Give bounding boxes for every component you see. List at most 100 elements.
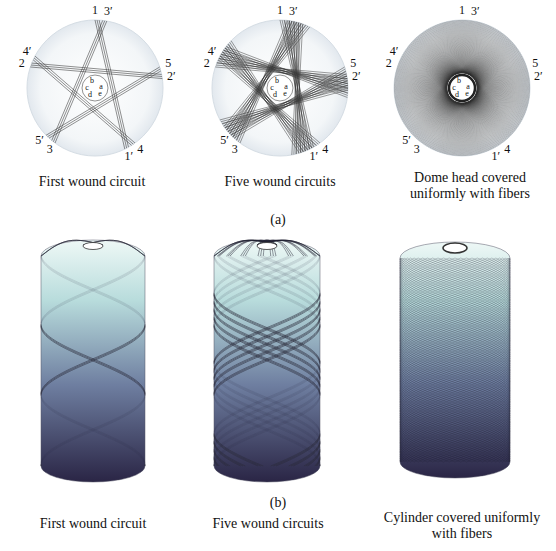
fiber-turnaround [217, 240, 277, 256]
winding-point-number: 2 [386, 57, 392, 71]
winding-point-number: 3′ [471, 5, 480, 19]
fiber-front [400, 258, 510, 429]
polar-opening [267, 75, 293, 101]
fiber-front [400, 258, 510, 403]
fiber-front [214, 294, 320, 466]
polar-opening [449, 75, 475, 101]
fiber-front [400, 258, 510, 457]
fiber-front [400, 258, 510, 444]
polar-opening [83, 243, 103, 250]
winding-point-number: 5 [532, 57, 538, 71]
dome-head-view [394, 20, 530, 156]
winding-point-number: 1′ [124, 150, 133, 164]
fiber-front [214, 311, 320, 466]
winding-point-number: 3′ [104, 5, 113, 19]
fiber-band [49, 71, 161, 138]
winding-point-number: 2 [204, 57, 210, 71]
fiber-front [214, 317, 320, 466]
fiber-back [214, 256, 320, 441]
dome-outline [27, 20, 163, 156]
fiber-front [400, 258, 510, 434]
vessel-body [214, 240, 320, 482]
fiber-turnaround [226, 240, 277, 256]
fiber-front [214, 325, 320, 466]
fiber-turnaround [258, 240, 277, 256]
fiber-band [415, 65, 526, 137]
dome-outline [394, 20, 530, 156]
fiber-band [95, 20, 125, 149]
fiber-front [214, 293, 320, 466]
fiber-back [214, 256, 320, 457]
fiber-front [400, 259, 510, 461]
winding-point-number: 4 [504, 143, 510, 157]
fiber-back [41, 256, 145, 463]
winding-point-number: 1′ [309, 150, 318, 164]
fiber-front [400, 258, 510, 398]
fiber-turnaround [257, 240, 293, 256]
winding-point-number: 3 [47, 143, 53, 157]
fiber-turnaround [83, 240, 145, 256]
fiber-back [41, 256, 145, 463]
fiber-turnaround [257, 240, 320, 256]
winding-point-number: 3′ [289, 5, 298, 19]
fiber-front [400, 258, 510, 407]
fiber-front [400, 258, 510, 457]
fiber-band [33, 60, 131, 146]
fiber-front [214, 302, 320, 466]
fiber-front [400, 258, 510, 459]
fiber-front [400, 258, 510, 423]
fiber-front [214, 301, 320, 466]
fiber-band [221, 88, 348, 122]
fiber-back [214, 256, 320, 441]
fiber-back [214, 256, 320, 440]
fiber-front [214, 302, 320, 466]
panel-caption: Cylinder covered uniformly with fibers [375, 510, 550, 542]
fiber-front [400, 258, 510, 425]
winding-point-number: 5 [165, 57, 171, 71]
winding-point-number: 2′ [534, 70, 543, 84]
winding-point-number: 2 [19, 57, 25, 71]
fiber-band [225, 48, 348, 95]
dome-head-view [27, 20, 163, 156]
fiber-front [400, 258, 510, 427]
fiber-turnaround [241, 240, 277, 256]
polar-opening-letter: d [273, 90, 277, 99]
fiber-front [214, 310, 320, 466]
vessel-cylinder-view [400, 242, 510, 478]
fiber-back [214, 256, 320, 463]
fiber-front [400, 258, 510, 418]
fiber-front [400, 258, 510, 450]
fiber-front [214, 309, 320, 467]
fiber-front [400, 258, 510, 405]
fiber-turnaround [257, 240, 289, 256]
panel-caption: Five wound circuits [224, 174, 335, 190]
fiber-turnaround [257, 240, 291, 256]
polar-opening-letter: d [455, 90, 459, 99]
fiber-front [400, 258, 510, 403]
fiber-front [400, 258, 510, 439]
fiber-front [400, 322, 510, 462]
subfigure-label: (a) [270, 212, 286, 228]
panel-caption: Dome head covered uniformly with fibers [390, 170, 550, 202]
vessel-cylinder-view [41, 240, 145, 482]
polar-opening-letter: e [283, 89, 287, 98]
subfigure-label: (b) [270, 495, 286, 511]
fiber-front [400, 258, 510, 429]
vessel-body [41, 240, 145, 482]
fiber-front [400, 258, 510, 416]
fiber-back [214, 256, 320, 458]
fiber-front [214, 325, 320, 466]
fiber-band [226, 27, 309, 130]
fiber-front [400, 258, 510, 396]
fiber-front [400, 258, 510, 448]
winding-point-number: 5 [350, 57, 356, 71]
fiber-band [225, 26, 308, 128]
fiber-turnaround [228, 240, 277, 256]
fiber-front [214, 318, 320, 466]
fiber-front [41, 324, 145, 466]
fiber-band [224, 25, 306, 126]
fiber-front [400, 258, 510, 396]
vessel-body [400, 242, 510, 478]
fiber-back [214, 256, 320, 463]
winding-point-number: 2′ [352, 70, 361, 84]
